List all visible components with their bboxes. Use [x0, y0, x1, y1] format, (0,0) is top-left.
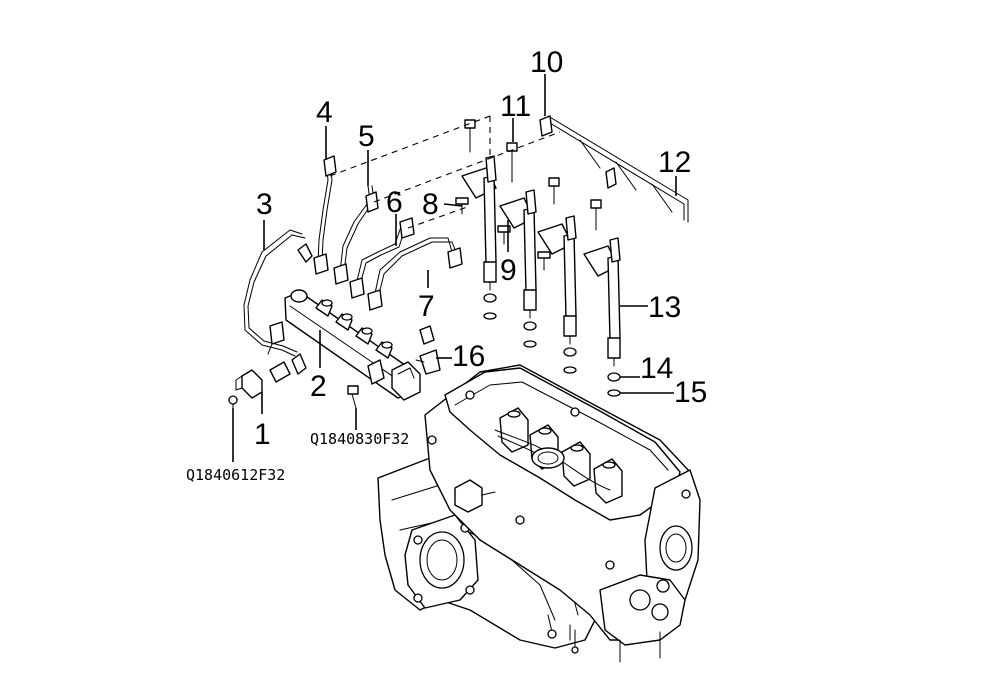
pipe-3 [243, 229, 313, 383]
callout-9: 9 [500, 254, 517, 287]
pipe-7 [367, 237, 463, 311]
bracket-bolt [228, 395, 238, 409]
pipe-6 [349, 217, 415, 299]
injectors [461, 155, 621, 367]
callout-labels: 1 2 3 4 5 6 7 8 9 10 11 12 13 14 15 16 Q… [186, 46, 707, 484]
alignment-lines [329, 115, 561, 229]
callout-8: 8 [422, 188, 439, 221]
rail-bolt [347, 385, 359, 409]
engine-assembly [377, 364, 701, 663]
leak-off-pipe [539, 115, 689, 223]
clip-16 [415, 325, 441, 375]
rail-bracket [235, 369, 263, 399]
callout-4: 4 [316, 96, 333, 129]
callout-5: 5 [358, 120, 375, 153]
callout-16: 16 [452, 340, 485, 373]
callout-7: 7 [418, 290, 435, 323]
callout-14: 14 [640, 352, 673, 385]
callout-1: 1 [254, 418, 271, 451]
part-number-rail-bolt: Q1840830F32 [310, 430, 409, 448]
callout-2: 2 [310, 370, 327, 403]
pipe-5 [333, 185, 379, 285]
pipe-4 [313, 155, 337, 275]
callout-11: 11 [500, 90, 531, 123]
callout-6: 6 [386, 186, 403, 219]
leader-lines [232, 74, 677, 462]
callout-13: 13 [648, 291, 681, 324]
callout-12: 12 [658, 146, 691, 179]
part-number-bracket-bolt: Q1840612F32 [186, 466, 285, 484]
injector-bolts [455, 119, 602, 271]
seals-and-washers [483, 293, 621, 397]
fuel-rail [284, 289, 421, 401]
callout-15: 15 [674, 376, 707, 409]
callout-3: 3 [256, 188, 273, 221]
callout-10: 10 [530, 46, 563, 79]
